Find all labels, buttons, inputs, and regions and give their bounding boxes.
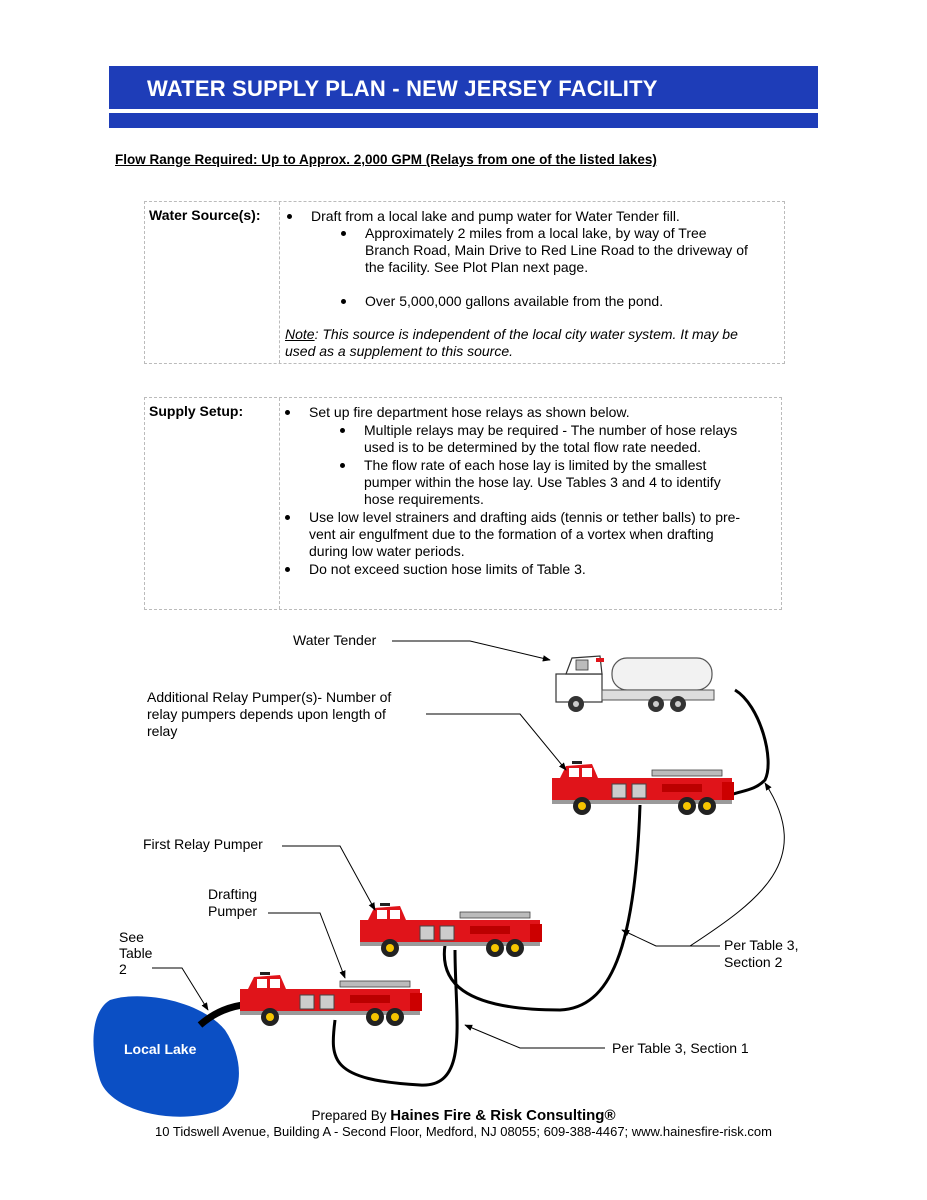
arrow-section-2-up xyxy=(689,782,785,947)
label-see-table-line-1: See xyxy=(119,929,144,945)
water-source-label-col: Water Source(s): xyxy=(145,202,280,363)
bullet-dot xyxy=(285,567,290,572)
supply-setup-sub-2-line-2: pumper within the hose lay. Use Tables 3… xyxy=(364,474,721,490)
leader-arrows xyxy=(152,640,785,1049)
label-see-table-line-3: 2 xyxy=(119,961,127,977)
supply-setup-sub-2-line-1: The flow rate of each hose lay is limite… xyxy=(364,457,707,473)
supply-setup-bullet-2-line-3: during low water periods. xyxy=(309,543,465,559)
label-water-tender: Water Tender xyxy=(293,632,377,648)
flow-range: Flow Range Required: Up to Approx. 2,000… xyxy=(115,152,657,167)
supply-setup-bullet-2-line-1: Use low level strainers and drafting aid… xyxy=(309,509,741,525)
water-source-label: Water Source(s): xyxy=(149,207,261,223)
header-banner: WATER SUPPLY PLAN - NEW JERSEY FACILITY xyxy=(109,66,818,109)
bullet-dot xyxy=(341,299,346,304)
header-strip xyxy=(109,113,818,128)
water-source-sub-1-line-1: Approximately 2 miles from a local lake,… xyxy=(365,225,707,241)
water-source-sub-1-line-3: the facility. See Plot Plan next page. xyxy=(365,259,589,275)
supply-setup-label-col: Supply Setup: xyxy=(145,398,280,609)
water-source-sub-1-line-2: Branch Road, Main Drive to Red Line Road… xyxy=(365,242,748,258)
supply-setup-bullet-1: Set up fire department hose relays as sh… xyxy=(309,404,630,420)
supply-setup-sub-1-line-2: used is to be determined by the total fl… xyxy=(364,439,701,455)
label-local-lake: Local Lake xyxy=(124,1041,197,1057)
page-title: WATER SUPPLY PLAN - NEW JERSEY FACILITY xyxy=(147,76,658,101)
arrow-water-tender xyxy=(392,640,551,662)
water-source-note: Note: This source is independent of the … xyxy=(285,326,738,343)
label-see-table-line-2: Table xyxy=(119,945,153,961)
bullet-dot xyxy=(340,428,345,433)
supply-setup-sub-2-line-3: hose requirements. xyxy=(364,491,484,507)
label-section-1: Per Table 3, Section 1 xyxy=(612,1040,749,1056)
footer-prepared-by: Prepared By Haines Fire & Risk Consultin… xyxy=(0,1107,927,1124)
prepared-by-text: Prepared By xyxy=(311,1108,391,1123)
label-additional-relay-line-2: relay pumpers depends upon length of xyxy=(147,706,386,722)
water-source-note-line-2: used as a supplement to this source. xyxy=(285,343,514,359)
label-section-2-line-2: Section 2 xyxy=(724,954,783,970)
first-relay-pumper-truck xyxy=(359,902,543,958)
drafting-pumper-truck xyxy=(239,971,423,1027)
bullet-dot xyxy=(285,410,290,415)
bullet-dot xyxy=(287,214,292,219)
supply-setup-bullet-2-line-2: vent air engulfment due to the formation… xyxy=(309,526,714,542)
hose-relay-to-tender xyxy=(729,688,770,797)
arrow-section-1 xyxy=(464,1024,605,1049)
arrow-first-relay xyxy=(282,845,376,911)
arrow-additional-relay xyxy=(426,713,567,771)
company-name: Haines Fire & Risk Consulting® xyxy=(390,1107,616,1124)
relay-pumper-truck xyxy=(551,760,735,816)
label-section-2-line-1: Per Table 3, xyxy=(724,937,799,953)
arrow-drafting xyxy=(268,912,346,979)
supply-setup-sub-1-line-1: Multiple relays may be required - The nu… xyxy=(364,422,738,438)
label-additional-relay-line-3: relay xyxy=(147,723,178,739)
note-label: Note xyxy=(285,326,315,342)
hose-drafting-to-first xyxy=(331,949,459,1087)
hose-first-to-relay xyxy=(442,804,642,1012)
label-additional-relay-line-1: Additional Relay Pumper(s)- Number of xyxy=(147,689,392,705)
water-source-sub-2: Over 5,000,000 gallons available from th… xyxy=(365,293,664,309)
note-text-1: : This source is independent of the loca… xyxy=(314,326,738,342)
footer-address: 10 Tidswell Avenue, Building A - Second … xyxy=(155,1124,772,1139)
label-drafting-line-1: Drafting xyxy=(208,886,258,902)
bullet-dot xyxy=(340,463,345,468)
arrow-see-table xyxy=(152,967,209,1011)
water-source-box: Water Source(s): Draft from a local lake… xyxy=(144,201,785,364)
supply-setup-box: Supply Setup: Set up fire department hos… xyxy=(144,397,782,610)
bullet-dot xyxy=(285,515,290,520)
bullet-dot xyxy=(341,231,346,236)
supply-setup-bullet-3: Do not exceed suction hose limits of Tab… xyxy=(309,561,586,577)
water-tender-truck xyxy=(555,655,715,712)
arrow-section-2-left xyxy=(621,929,720,947)
label-drafting-line-2: Pumper xyxy=(208,903,258,919)
hose-lines xyxy=(197,688,770,1087)
supply-setup-label: Supply Setup: xyxy=(149,403,244,419)
water-source-bullet-1: Draft from a local lake and pump water f… xyxy=(311,208,680,224)
label-first-relay: First Relay Pumper xyxy=(143,836,263,852)
